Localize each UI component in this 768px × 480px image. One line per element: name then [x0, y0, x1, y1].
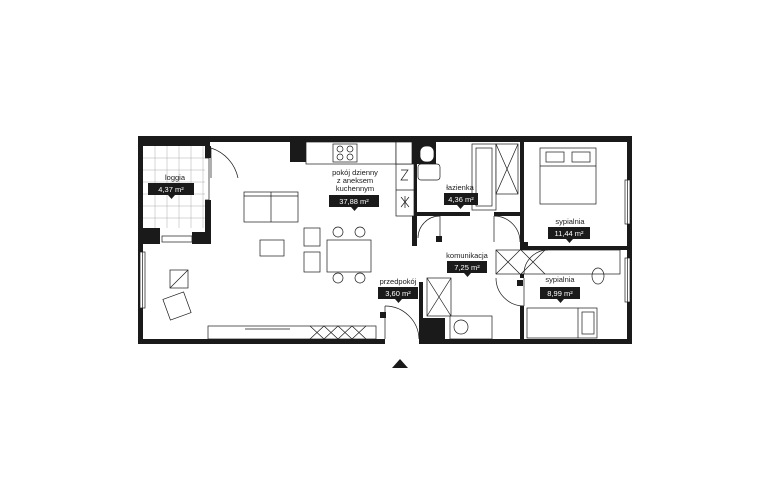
bedroom-furniture [523, 147, 605, 339]
badge-pointer [464, 273, 471, 277]
svg-text:z aneksem: z aneksem [337, 176, 373, 185]
kitchen [305, 141, 415, 217]
svg-text:pokój dzienny: pokój dzienny [332, 168, 378, 177]
triangle-up-icon [392, 359, 408, 368]
badge-pointer [168, 195, 175, 199]
svg-text:sypialnia: sypialnia [545, 275, 575, 284]
room-label-bedroom1: sypialnia 11,44 m² [548, 217, 590, 243]
svg-text:komunikacja: komunikacja [446, 251, 489, 260]
room-label-loggia: loggia 4,37 m² [148, 173, 194, 199]
badge-pointer [351, 207, 358, 211]
area-value: 4,37 m² [158, 185, 184, 194]
area-badge [148, 183, 194, 195]
svg-text:3,60 m²: 3,60 m² [385, 289, 411, 298]
area-badge [378, 287, 418, 299]
room-label-living: pokój dzienny z aneksem kuchennym 37,88 … [329, 168, 379, 211]
svg-text:8,99 m²: 8,99 m² [547, 289, 573, 298]
badge-pointer [395, 299, 402, 303]
svg-text:łazienka: łazienka [446, 183, 474, 192]
svg-text:przedpokój: przedpokój [380, 277, 417, 286]
living-furniture [162, 191, 377, 340]
badge-pointer [457, 205, 464, 209]
area-badge [444, 193, 478, 205]
badge-pointer [566, 239, 573, 243]
svg-text:sypialnia: sypialnia [555, 217, 585, 226]
area-badge [540, 287, 580, 299]
room-label-hall: komunikacja 7,25 m² [446, 251, 489, 277]
svg-text:4,36 m²: 4,36 m² [448, 195, 474, 204]
area-badge [447, 261, 487, 273]
svg-text:37,88 m²: 37,88 m² [339, 197, 369, 206]
area-badge [329, 195, 379, 207]
room-label-bedroom2: sypialnia 8,99 m² [540, 275, 580, 303]
badge-pointer [557, 299, 564, 303]
room-label-entrance: przedpokój 3,60 m² [378, 277, 418, 303]
hall-fixtures [380, 215, 621, 340]
room-label-bathroom: łazienka 4,36 m² [444, 183, 478, 209]
room-name: loggia [165, 173, 186, 182]
svg-text:kuchennym: kuchennym [336, 184, 374, 193]
svg-text:11,44 m²: 11,44 m² [554, 229, 584, 238]
area-badge [548, 227, 590, 239]
svg-text:7,25 m²: 7,25 m² [454, 263, 480, 272]
